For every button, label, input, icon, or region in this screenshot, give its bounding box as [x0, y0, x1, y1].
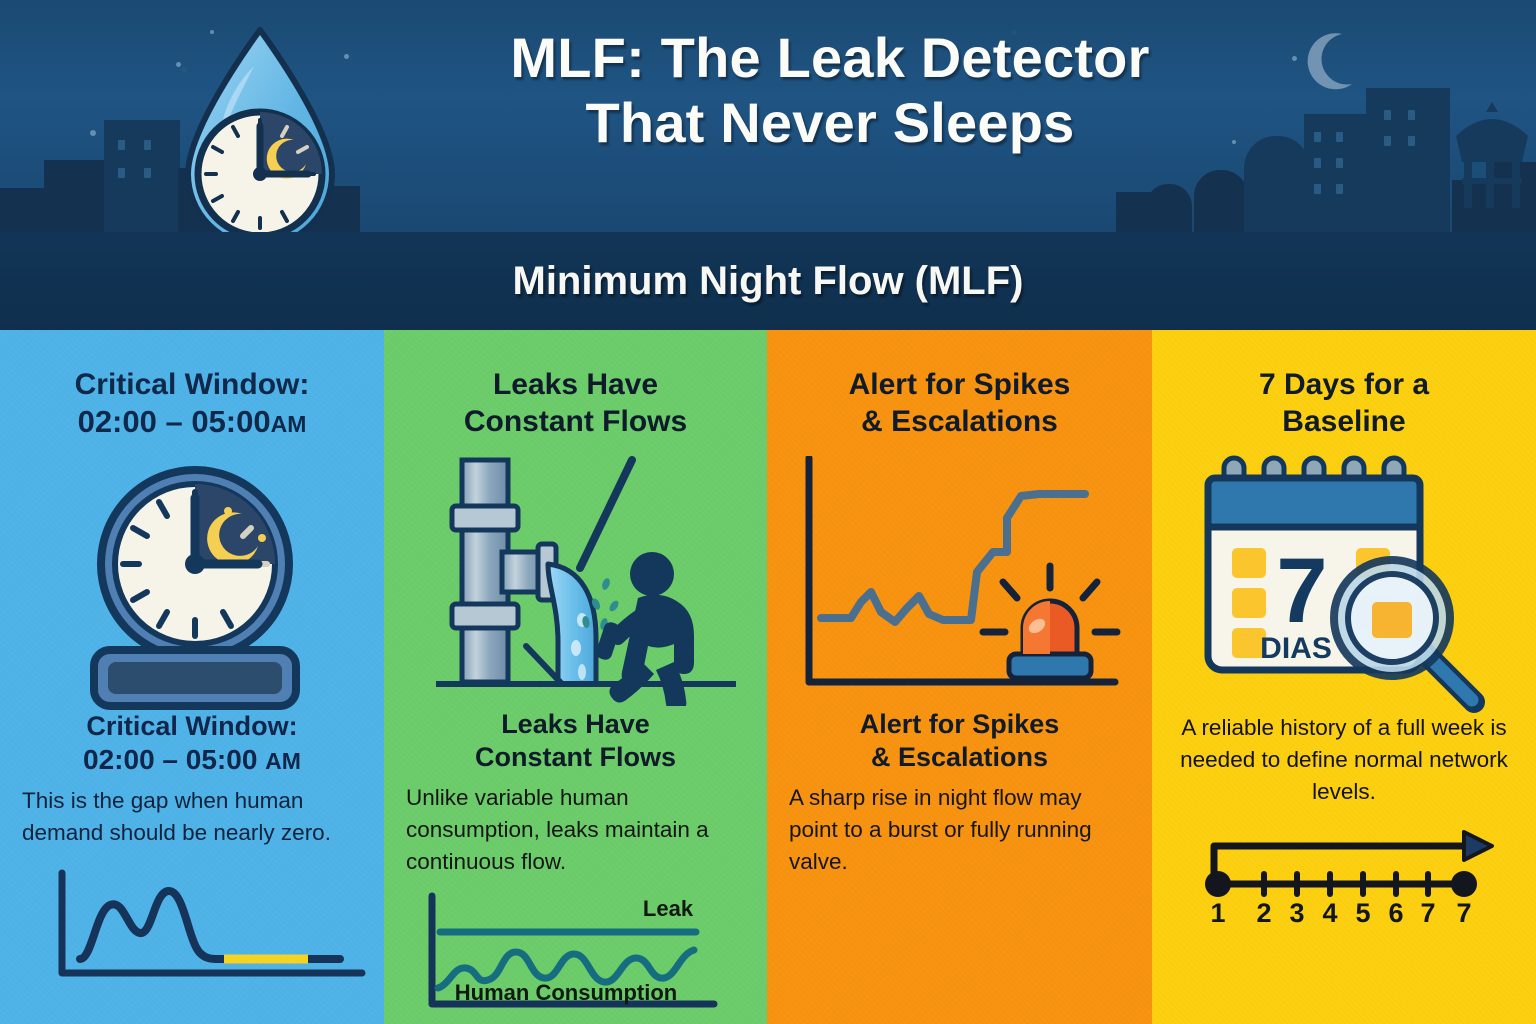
column-3-body-heading-line-1: Alert for Spikes [859, 709, 1060, 740]
human-consumption-label: Human Consumption [455, 980, 677, 1005]
timeline-label: 7 [1456, 898, 1471, 928]
column-3-heading-line-1: Alert for Spikes [848, 368, 1071, 401]
column-2-heading: Leaks Have Constant Flows [384, 330, 767, 440]
column-1-body-text: This is the gap when human demand should… [22, 787, 331, 845]
calendar-magnifier-icon: 7 DIAS [1204, 455, 1485, 714]
title-line-2: That Never Sleeps [585, 90, 1075, 154]
column-3-body-text: A sharp rise in night flow may point to … [789, 785, 1092, 875]
column-1-body-heading: Critical Window: 02:00 – 05:00 AM [0, 710, 384, 777]
timeline-label: 7 [1420, 898, 1435, 928]
night-alarm-clock-icon [90, 465, 300, 710]
column-4-art: 7 DIAS [1152, 440, 1536, 714]
column-1-body-heading-ampm: AM [265, 747, 301, 774]
column-3-heading: Alert for Spikes & Escalations [767, 330, 1152, 440]
column-1-heading-line-2: 02:00 – 05:00AM [77, 404, 307, 440]
title-line-1: MLF: The Leak Detector [510, 26, 1150, 89]
column-1-heading-line-1: Critical Window: [74, 368, 310, 401]
column-2-art [384, 440, 767, 708]
star-icon [1292, 56, 1297, 61]
column-3-body-heading: Alert for Spikes & Escalations [767, 708, 1152, 774]
timeline-label: 6 [1388, 898, 1403, 928]
column-4-body-text: A reliable history of a full week is nee… [1180, 715, 1508, 805]
timeline-label: 3 [1289, 898, 1304, 928]
timeline-label: 2 [1256, 898, 1271, 928]
crescent-moon-icon [1307, 33, 1352, 90]
calendar-caption: DIAS [1260, 632, 1332, 665]
leak-label: Leak [643, 896, 694, 921]
column-2-heading-line-2: Constant Flows [463, 405, 688, 439]
leak-vs-human-consumption-chart: Leak Human Consumption [428, 892, 718, 1008]
demand-curve-night-window-sparkline [58, 869, 366, 977]
column-2-body-text: Unlike variable human consumption, leaks… [406, 785, 709, 875]
water-tower-icon [1456, 102, 1528, 208]
column-4-heading-line-2: Baseline [1282, 405, 1406, 439]
seven-day-timeline: 1 2 3 4 5 6 7 7 [1205, 830, 1494, 928]
column-4-heading-line-1: 7 Days for a [1258, 368, 1430, 401]
column-1-body-heading-line-2: 02:00 – 05:00 AM [83, 743, 301, 775]
column-constant-flows: Leaks Have Constant Flows [384, 330, 767, 1024]
column-critical-window: Critical Window: 02:00 – 05:00AM [0, 330, 384, 1024]
column-2-body-heading-line-2: Constant Flows [475, 742, 676, 773]
step-rise-chart-siren-icon [805, 456, 1121, 686]
column-2-body-heading-line-1: Leaks Have [501, 709, 650, 740]
column-1-heading: Critical Window: 02:00 – 05:00AM [0, 330, 384, 442]
column-3-art [767, 440, 1152, 708]
city-skyline-right [1116, 84, 1536, 232]
water-drop-night-clock-icon [168, 22, 352, 232]
column-seven-day-baseline: 7 Days for a Baseline [1152, 330, 1536, 1024]
timeline-label: 4 [1322, 898, 1337, 928]
header-banner: MLF: The Leak Detector That Never Sleeps [0, 0, 1536, 232]
column-1-heading-ampm: AM [270, 411, 307, 438]
timeline-label: 5 [1355, 898, 1370, 928]
column-2-body-heading: Leaks Have Constant Flows [384, 708, 767, 774]
column-2-heading-line-1: Leaks Have [492, 368, 659, 401]
column-1-body-heading-line-1: Critical Window: [86, 710, 298, 741]
column-3-body-heading-line-2: & Escalations [870, 742, 1049, 773]
column-4-heading: 7 Days for a Baseline [1152, 330, 1536, 440]
timeline-label: 1 [1210, 898, 1225, 928]
subtitle-band: Minimum Night Flow (MLF) [0, 232, 1536, 330]
column-1-art [0, 442, 384, 710]
columns-row: Critical Window: 02:00 – 05:00AM [0, 330, 1536, 1024]
magnifier-icon [1330, 556, 1485, 714]
page-title: MLF: The Leak Detector That Never Sleeps [370, 26, 1290, 156]
column-alert-spikes: Alert for Spikes & Escalations [767, 330, 1152, 1024]
calendar-number: 7 [1276, 540, 1327, 642]
leaking-pipe-worker-icon [436, 456, 736, 707]
column-3-heading-line-2: & Escalations [861, 405, 1058, 439]
siren-icon [979, 562, 1121, 681]
subtitle-text: Minimum Night Flow (MLF) [512, 258, 1024, 303]
